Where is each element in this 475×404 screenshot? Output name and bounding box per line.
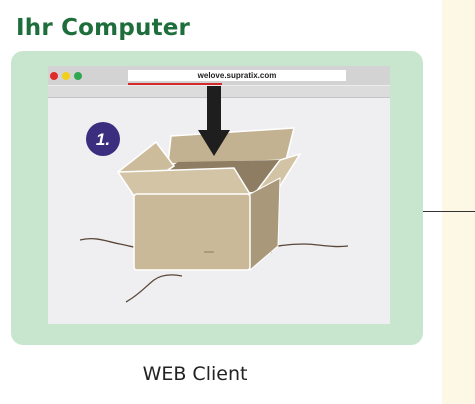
address-bar: welove.supratix.com <box>128 70 346 81</box>
cardboard-box-icon <box>116 127 302 272</box>
section-heading: Ihr Computer <box>16 15 191 41</box>
connector-line <box>420 211 475 212</box>
step-badge: 1. <box>86 122 120 156</box>
string-lower-icon <box>125 274 183 303</box>
window-close-dot <box>50 72 58 80</box>
browser-window: welove.supratix.com <box>48 66 390 324</box>
box-illustration: 1. <box>79 86 349 303</box>
step-badge-label: 1. <box>96 130 110 149</box>
string-left-icon <box>79 238 141 249</box>
window-minimize-dot <box>62 72 70 80</box>
right-side-panel <box>442 0 475 404</box>
address-bar-url: welove.supratix.com <box>197 71 277 80</box>
down-arrow-icon <box>198 86 230 156</box>
url-highlight-underline <box>128 83 222 85</box>
window-maximize-dot <box>74 72 82 80</box>
diagram-caption: WEB Client <box>142 363 248 385</box>
browser-titlebar: welove.supratix.com <box>48 66 390 85</box>
